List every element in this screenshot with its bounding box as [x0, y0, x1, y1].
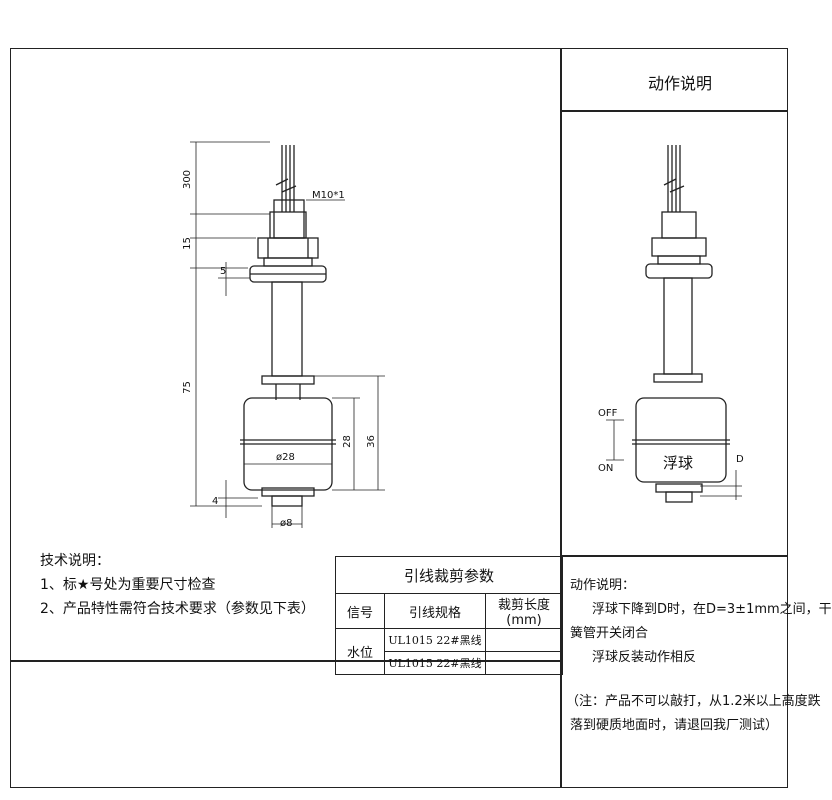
cut-table-title: 引线裁剪参数 — [335, 556, 563, 594]
tech-title: 技术说明： — [40, 553, 110, 569]
cut-length-2 — [485, 651, 563, 675]
cut-header-signal: 信号 — [335, 593, 385, 629]
action-divider — [560, 555, 788, 557]
cut-table: 引线裁剪参数 信号 引线规格 裁剪长度(mm) 水位 UL1015 22#黑线 … — [335, 556, 563, 675]
label-on: ON — [598, 463, 614, 474]
cut-spec-1: UL1015 22#黑线 — [384, 628, 486, 652]
sensor-drawing-right — [606, 145, 742, 503]
dim-5: 5 — [220, 266, 227, 277]
cut-header-length: 裁剪长度(mm) — [485, 593, 563, 629]
bottom-divider — [10, 660, 560, 662]
dim-thread: M10*1 — [312, 190, 345, 201]
cut-header-spec: 引线规格 — [384, 593, 486, 629]
label-off: OFF — [598, 408, 618, 419]
sensor-drawing-left — [190, 141, 385, 528]
cut-length-1 — [485, 628, 563, 652]
cut-spec-2: UL1015 22#黑线 — [384, 651, 486, 675]
dim-dia-28: ø28 — [276, 452, 295, 463]
label-d: D — [736, 454, 744, 465]
drawing-frame — [10, 48, 788, 788]
panel-title: 动作说明 — [648, 74, 713, 93]
dim-dia-8: ø8 — [280, 518, 293, 529]
action-line-2: 簧管开关闭合 — [570, 626, 649, 641]
action-title: 动作说明： — [570, 578, 636, 593]
action-note-2: 落到硬质地面时，请退回我厂测试） — [570, 718, 779, 733]
cut-signal: 水位 — [335, 628, 385, 675]
title-divider — [560, 110, 788, 112]
action-line-3: 浮球反装动作相反 — [592, 650, 697, 665]
dim-4: 4 — [212, 496, 219, 507]
action-line-1: 浮球下降到D时，在D=3±1mm之间，干 — [592, 602, 832, 617]
panel-divider — [560, 48, 562, 788]
label-float: 浮球 — [663, 454, 694, 472]
tech-item-1: 1、标★号处为重要尺寸检查 — [40, 577, 216, 593]
action-note-1: （注：产品不可以敲打，从1.2米以上高度跌 — [566, 694, 821, 709]
tech-item-2: 2、产品特性需符合技术要求（参数见下表） — [40, 601, 315, 617]
